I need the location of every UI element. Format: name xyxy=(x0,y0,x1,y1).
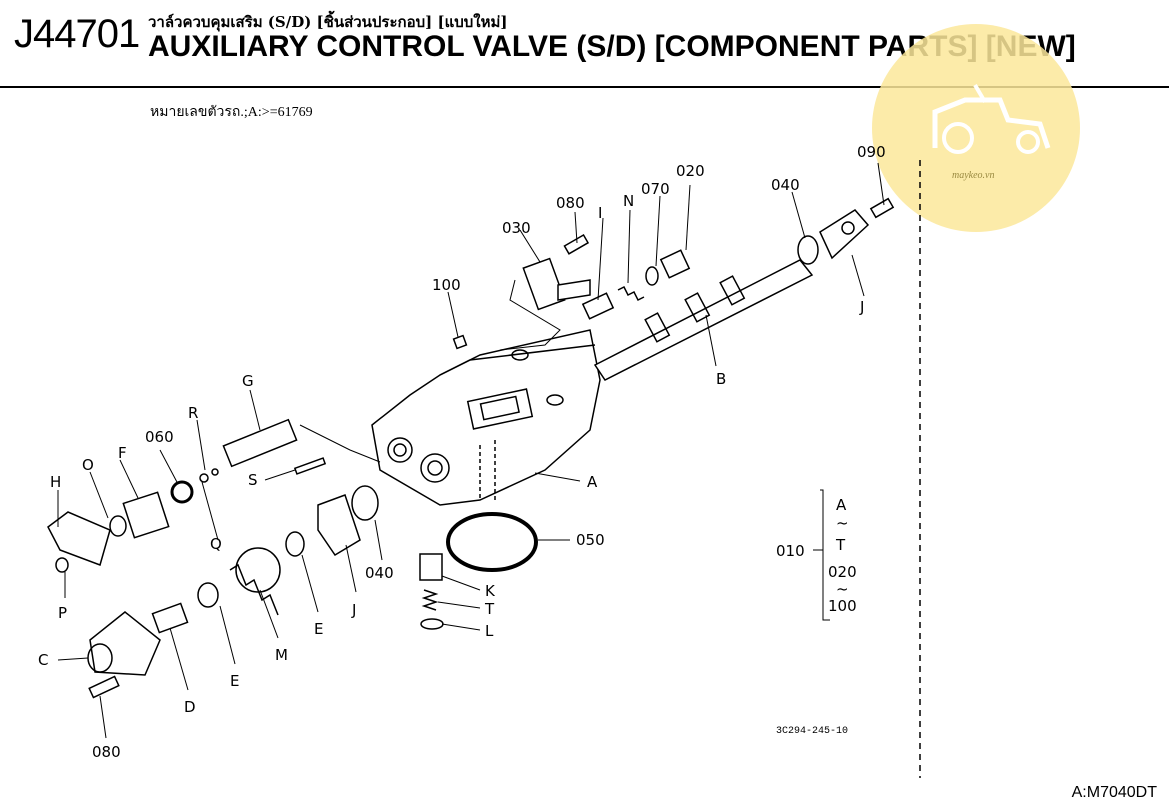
legend-line-6: 100 xyxy=(828,597,857,615)
callout-G: G xyxy=(242,372,254,390)
header-divider xyxy=(0,86,1169,88)
callout-070: 070 xyxy=(641,180,670,198)
leader-lines xyxy=(57,162,885,739)
legend-line-2: ~ xyxy=(836,514,849,532)
title-thai: วาล์วควบคุมเสริม (S/D) [ชิ้นส่วนประกอบ] … xyxy=(148,13,508,31)
callout-080-top: 080 xyxy=(556,194,585,212)
drawing-ref: 3C294-245-10 xyxy=(776,726,848,737)
callout-Q: Q xyxy=(210,535,222,553)
valve-body xyxy=(371,329,601,506)
callout-O: O xyxy=(82,456,94,474)
callout-N: N xyxy=(623,192,634,210)
callout-040-mid: 040 xyxy=(365,564,394,582)
callout-R: R xyxy=(188,404,198,422)
watermark-text: maykeo.vn xyxy=(952,170,994,181)
callout-050: 050 xyxy=(576,531,605,549)
callout-C: C xyxy=(38,651,48,669)
callout-T: T xyxy=(484,600,495,618)
callout-S: S xyxy=(248,471,258,489)
callout-K: K xyxy=(485,582,496,600)
callout-J-top: J xyxy=(859,298,864,316)
callout-E-mid: E xyxy=(314,620,323,638)
left-components xyxy=(47,418,379,699)
callout-D: D xyxy=(184,698,196,716)
callout-080-bot: 080 xyxy=(92,743,121,761)
legend-line-4: 020 xyxy=(828,563,857,581)
model-ref: A:M7040DT xyxy=(1071,784,1157,801)
callout-100: 100 xyxy=(432,276,461,294)
callout-J-mid: J xyxy=(351,601,356,619)
callout-B: B xyxy=(716,370,726,388)
bottom-components xyxy=(419,512,538,630)
legend-line-5: ~ xyxy=(836,580,849,598)
callout-H: H xyxy=(50,473,61,491)
legend-line-1: A xyxy=(836,496,847,514)
serial-note: หมายเลขตัวรถ.;A:>=61769 xyxy=(150,105,313,120)
spool xyxy=(593,259,814,381)
legend-code: 010 xyxy=(776,542,805,560)
callout-030: 030 xyxy=(502,219,531,237)
callout-E-bot: E xyxy=(230,672,239,690)
callout-F: F xyxy=(118,444,127,462)
watermark-logo: maykeo.vn xyxy=(872,24,1080,232)
callout-I: I xyxy=(598,204,602,222)
callout-020: 020 xyxy=(676,162,705,180)
callout-A: A xyxy=(587,473,598,491)
callout-090: 090 xyxy=(857,143,886,161)
top-components xyxy=(452,197,895,350)
callout-L: L xyxy=(485,622,494,640)
callout-P: P xyxy=(58,604,67,622)
callout-060: 060 xyxy=(145,428,174,446)
part-code: J44701 xyxy=(14,12,140,56)
callout-040-top: 040 xyxy=(771,176,800,194)
callout-M: M xyxy=(275,646,288,664)
legend-line-3: T xyxy=(835,536,846,554)
